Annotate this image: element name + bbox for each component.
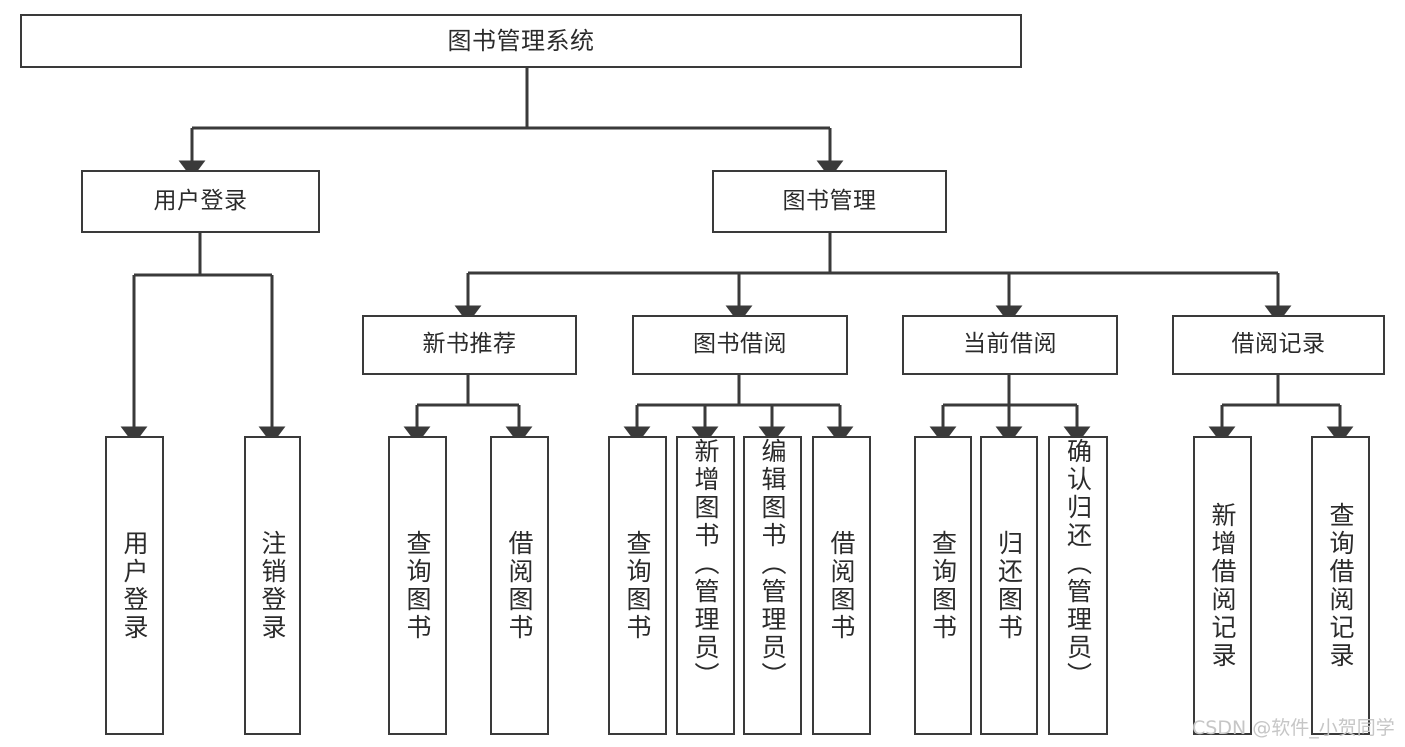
node-label: 查询图书: [403, 529, 432, 642]
node-root-book-management-system[interactable]: 图书管理系统: [20, 14, 1022, 68]
node-label: 注销登录: [258, 529, 287, 642]
node-book-borrowing[interactable]: 图书借阅: [632, 315, 848, 375]
node-label: 图书管理系统: [447, 26, 595, 55]
node-label: 用户登录: [153, 187, 248, 214]
leaf-user-login[interactable]: 用户登录: [105, 436, 164, 735]
node-label: 图书管理: [782, 187, 877, 214]
node-new-book-recommendation[interactable]: 新书推荐: [362, 315, 577, 375]
leaf-query-borrow-record[interactable]: 查询借阅记录: [1311, 436, 1370, 735]
leaf-add-borrow-record[interactable]: 新增借阅记录: [1193, 436, 1252, 735]
node-label: 查询图书: [623, 529, 652, 642]
node-label: 图书借阅: [693, 331, 787, 358]
leaf-query-books-borrowing[interactable]: 查询图书: [608, 436, 667, 735]
node-label: 新书推荐: [422, 331, 517, 358]
node-borrowing-records[interactable]: 借阅记录: [1172, 315, 1385, 375]
node-label: 当前借阅: [963, 331, 1057, 358]
node-current-borrowing[interactable]: 当前借阅: [902, 315, 1118, 375]
node-label: 借阅记录: [1231, 331, 1326, 358]
node-label: 新增借阅记录: [1208, 501, 1237, 670]
leaf-borrow-books-recommend[interactable]: 借阅图书: [490, 436, 549, 735]
node-label: 借阅图书: [505, 529, 534, 642]
node-label: 编辑图书（管理员）: [758, 438, 787, 690]
node-label: 确认归还（管理员）: [1063, 438, 1093, 690]
csdn-watermark: CSDN @软件_小贺同学: [1192, 717, 1395, 739]
leaf-logout[interactable]: 注销登录: [244, 436, 301, 735]
node-book-management[interactable]: 图书管理: [712, 170, 947, 233]
leaf-confirm-return-admin[interactable]: 确认归还（管理员）: [1048, 436, 1108, 735]
node-label: 新增图书（管理员）: [691, 438, 720, 690]
leaf-add-book-admin[interactable]: 新增图书（管理员）: [676, 436, 735, 735]
leaf-edit-book-admin[interactable]: 编辑图书（管理员）: [743, 436, 802, 735]
leaf-query-books-recommend[interactable]: 查询图书: [388, 436, 447, 735]
node-label: 用户登录: [120, 529, 149, 642]
node-user-login[interactable]: 用户登录: [81, 170, 320, 233]
node-label: 归还图书: [994, 529, 1024, 642]
node-label: 查询借阅记录: [1326, 501, 1355, 670]
leaf-borrow-books-borrowing[interactable]: 借阅图书: [812, 436, 871, 735]
leaf-query-books-current[interactable]: 查询图书: [914, 436, 972, 735]
node-label: 查询图书: [928, 529, 958, 642]
node-label: 借阅图书: [827, 529, 856, 642]
leaf-return-books[interactable]: 归还图书: [980, 436, 1038, 735]
